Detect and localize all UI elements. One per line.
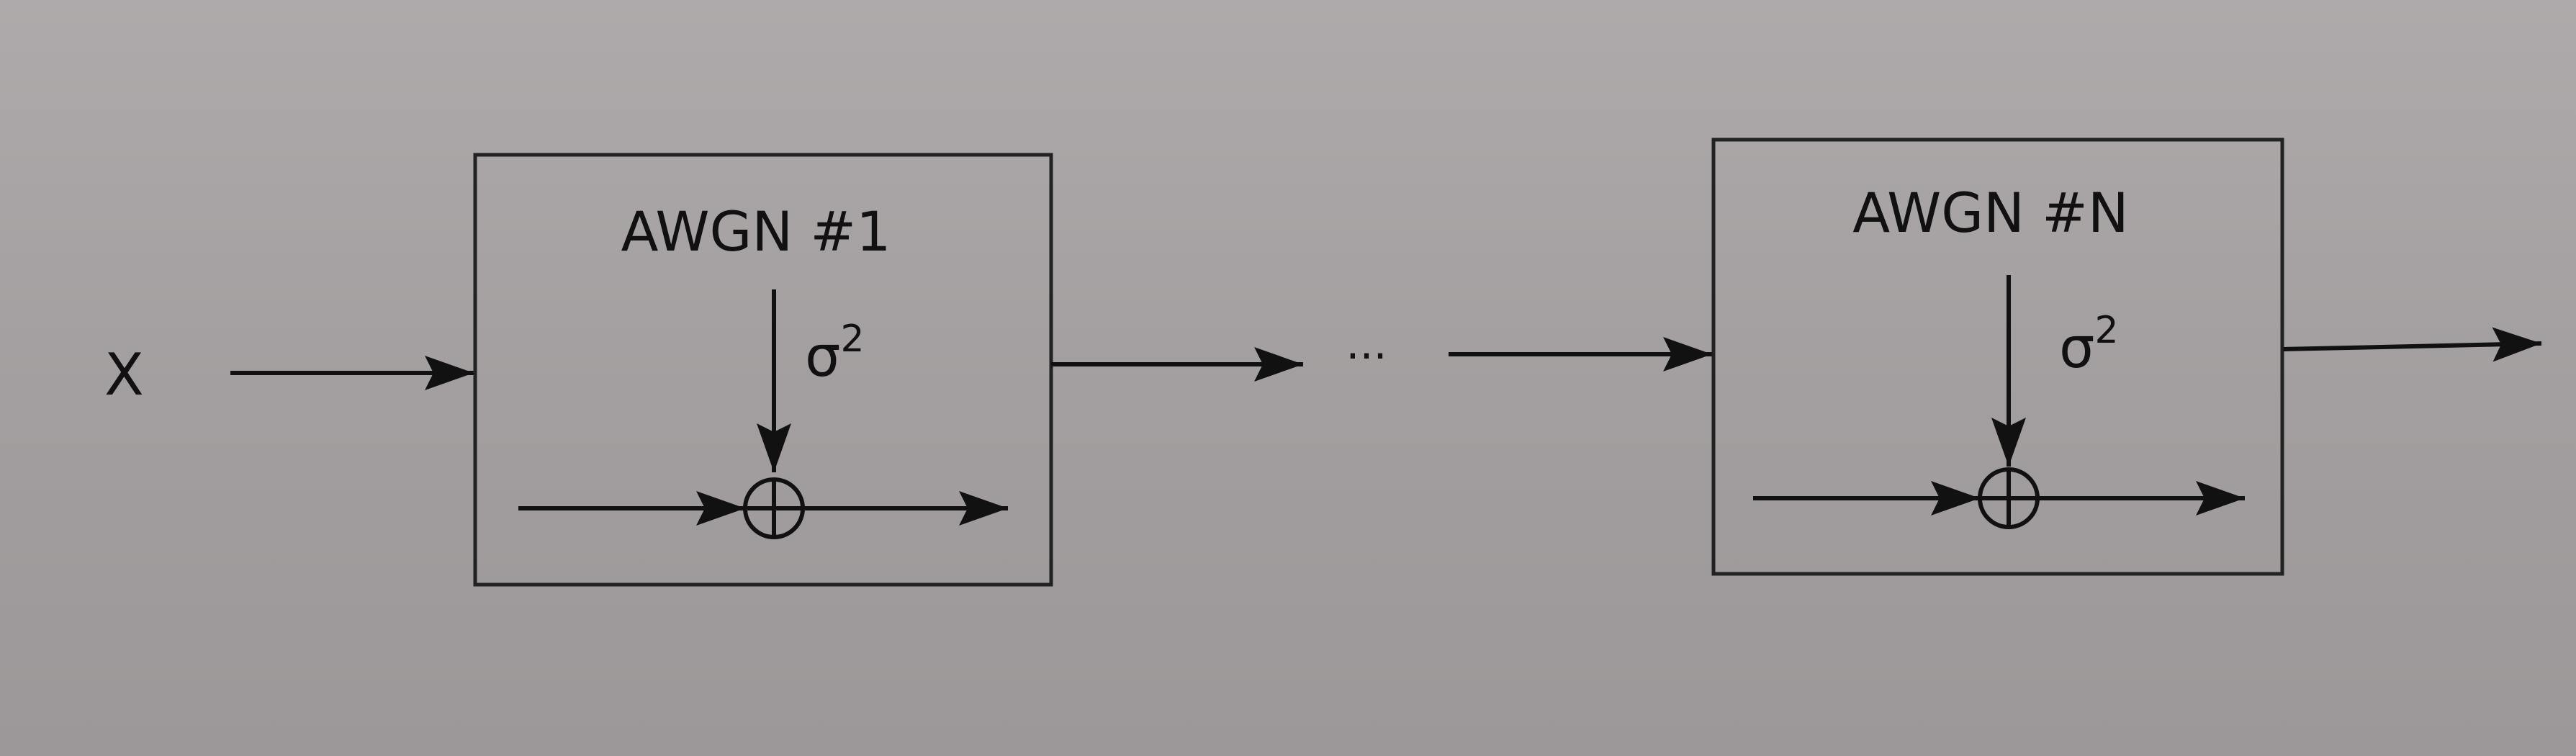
awgn-block-1-noise-label: σ2 <box>805 318 865 390</box>
input-label: X <box>104 341 144 408</box>
sigma-exponent: 2 <box>840 318 864 361</box>
awgn-block-1-title: AWGN #1 <box>621 199 891 264</box>
sigma-exponent: 2 <box>2094 309 2118 352</box>
awgn-block-n-frame <box>1711 138 2284 576</box>
awgn-block-n-title: AWGN #N <box>1852 181 2128 245</box>
sigma-symbol: σ <box>805 325 840 390</box>
awgn-block-n-summing-junction-icon <box>1978 467 2040 529</box>
awgn-block-1-frame <box>473 153 1053 587</box>
sigma-symbol: σ <box>2059 316 2094 381</box>
ellipsis: ··· <box>1346 331 1387 382</box>
awgn-block-1-summing-junction-icon <box>743 477 805 539</box>
awgn-block-n-noise-label: σ2 <box>2059 309 2119 381</box>
awgn-block-n: AWGN #N σ2 <box>1711 138 2284 576</box>
output-arrow <box>2283 327 2542 362</box>
awgn-block-1: AWGN #1 σ2 <box>473 153 1053 587</box>
